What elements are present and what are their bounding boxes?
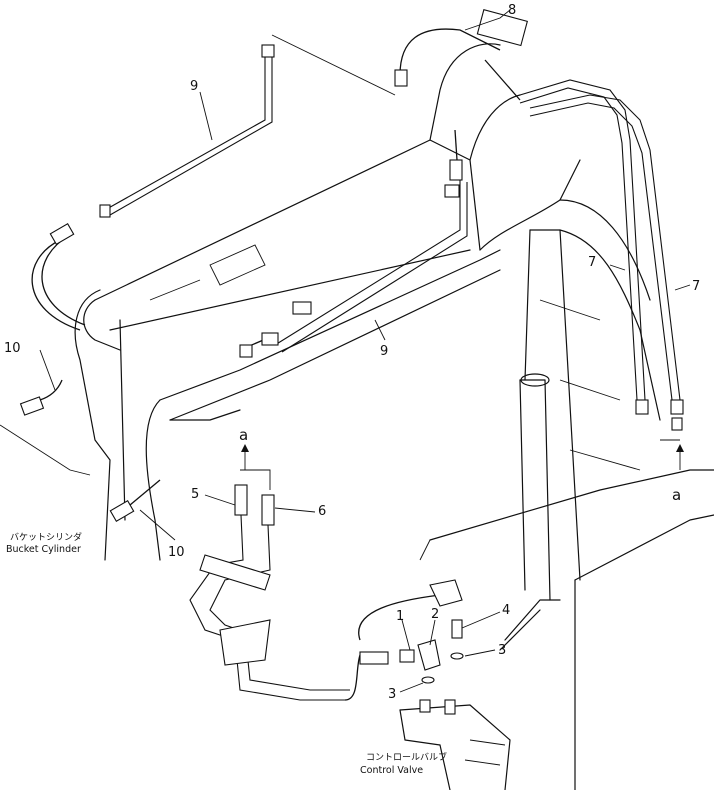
- boom-cylinder: [519, 199, 661, 601]
- hose-8: [394, 9, 528, 101]
- part-number-3-left: 3: [388, 687, 396, 702]
- part-number-9-lower: 9: [380, 344, 388, 359]
- hose-10: [19, 223, 161, 522]
- part-number-4: 4: [502, 603, 510, 618]
- leader-lines: [0, 9, 691, 693]
- bucket-cylinder-label-en: Bucket Cylinder: [6, 544, 81, 555]
- part-number-1: 1: [396, 609, 404, 624]
- reference-a-top: a: [239, 426, 248, 444]
- reference-a-right: a: [672, 486, 681, 504]
- control-valve-label-jp: コントロールバルブ: [366, 751, 447, 763]
- pipe-7-pair: [519, 79, 684, 431]
- pipe-9-upper: [99, 44, 275, 218]
- control-valve: [399, 699, 511, 790]
- part-number-10-upper: 10: [4, 341, 21, 356]
- part-number-5: 5: [191, 487, 199, 502]
- part-number-9-upper: 9: [190, 79, 198, 94]
- bucket-cylinder-label-jp: バケットシリンダ: [10, 531, 82, 543]
- part-number-10-lower: 10: [168, 545, 185, 560]
- part-number-2: 2: [431, 607, 439, 622]
- machine-frame: [419, 469, 714, 790]
- boom: [74, 43, 581, 561]
- boom-fittings: [239, 129, 463, 358]
- pipe-9-lower: [274, 180, 468, 353]
- part-number-6: 6: [318, 504, 326, 519]
- control-valve-label-en: Control Valve: [360, 765, 423, 776]
- arrow-a-right-icon: [676, 444, 684, 452]
- part-number-7-right: 7: [692, 279, 700, 294]
- part-number-3-right: 3: [498, 643, 506, 658]
- part-number-8: 8: [508, 3, 516, 18]
- arrow-a-top-icon: [241, 444, 249, 452]
- part-number-7-left: 7: [588, 255, 596, 270]
- lower-piping: [189, 484, 464, 701]
